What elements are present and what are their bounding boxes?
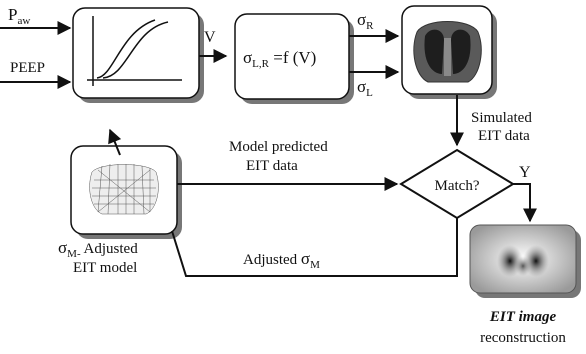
reconstruction-line1: EIT image [489,309,557,325]
adjusted-model-line1: σM- Adjusted [58,238,138,260]
sigma-l-label: σL [357,77,373,99]
function-label: σL,R =f (V) [243,48,316,70]
yes-label: Y [519,164,531,181]
yes-arrow [513,183,537,223]
pv-curve-graph [87,16,182,86]
sigma-r-label: σR [357,10,374,32]
adjust-arrow [108,128,122,156]
reconstructed-lung-image [497,245,549,277]
curve-box [72,7,200,99]
feedback-loop-line [171,218,458,277]
adjusted-sigma-label: Adjusted σM [243,249,320,271]
function-box [234,13,350,100]
model-predicted-line2: EIT data [246,158,298,174]
paw-label: Paw [8,5,30,27]
simulated-label-line2: EIT data [478,128,530,144]
peep-label: PEEP [10,60,45,76]
thorax-mesh-image [413,21,482,83]
reconstruction-line2: reconstruction [480,330,566,346]
simulated-label-line1: Simulated [471,110,532,126]
v-label: V [204,29,216,46]
adjusted-model-line2: EIT model [73,260,137,276]
model-predicted-line1: Model predicted [229,139,328,155]
match-label: Match? [435,178,480,194]
fem-mesh-image [89,163,159,215]
